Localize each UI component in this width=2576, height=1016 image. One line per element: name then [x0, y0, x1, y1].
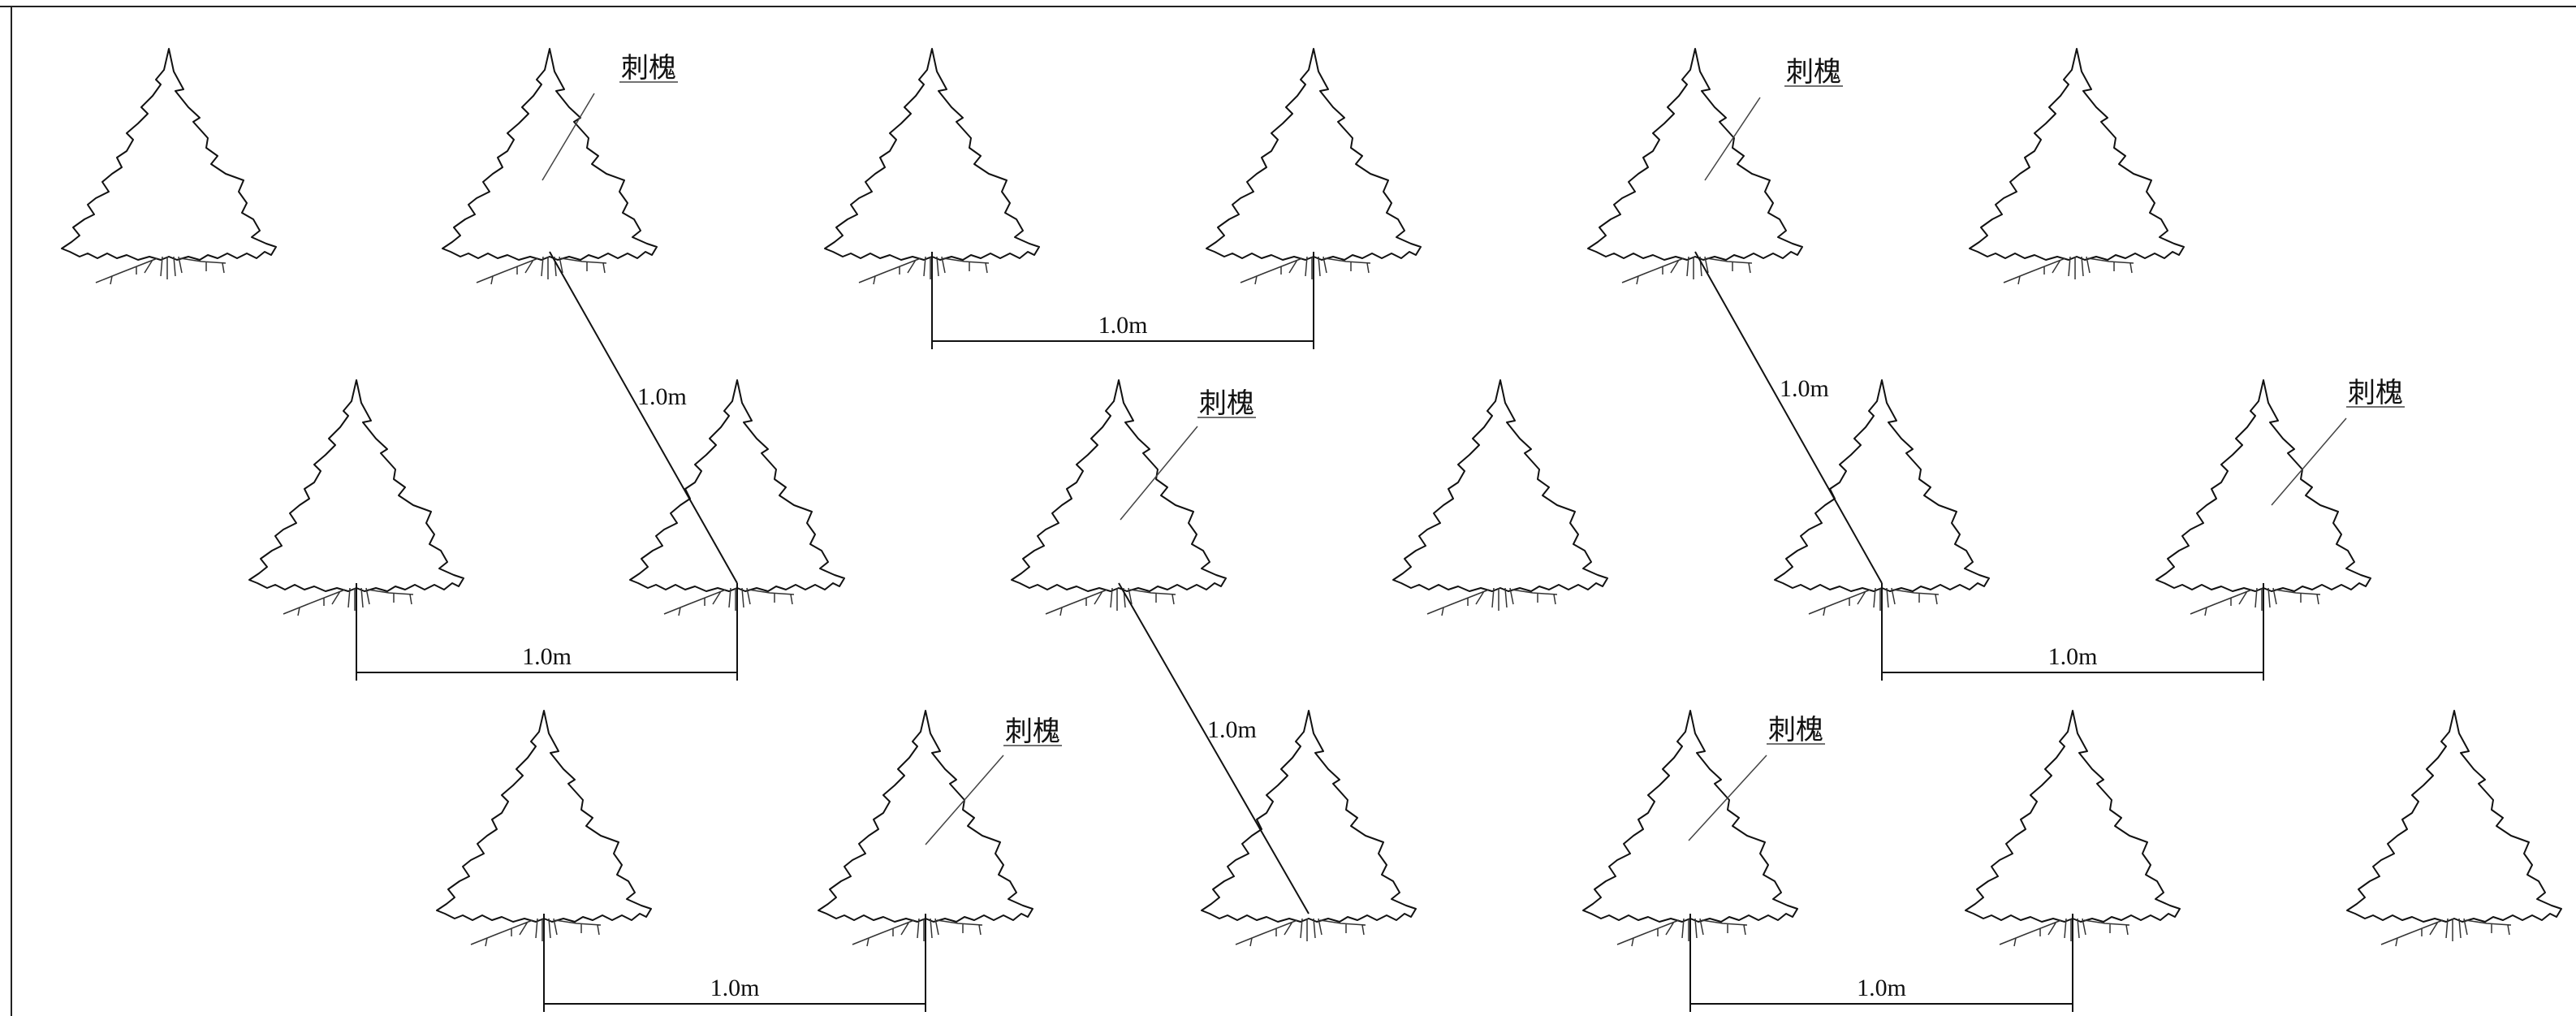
dimension-layer: 1.0m 1.0m 1.0m 1.0m 1.0m 1.0m 1.0m 1.0m: [356, 251, 2264, 1012]
label-leader-line: [2271, 417, 2347, 506]
tree-icon-r3c5: [1965, 710, 2181, 947]
tree-icon-r3c3: [1201, 710, 1417, 947]
diagonal-dimension-line: [1118, 582, 1310, 914]
spacing-dimension-label: 1.0m: [522, 643, 572, 670]
diagonal-dimension-line: [1694, 251, 1883, 584]
label-leader-line: [925, 754, 1004, 845]
tree-icon-r2c3: [1011, 379, 1227, 616]
tree-icon-r2c2: [629, 379, 845, 616]
label-leader-line: [1120, 426, 1198, 521]
spacing-dimension-label: 1.0m: [1207, 716, 1257, 743]
trees-layer: [61, 48, 2562, 947]
spacing-dimension-label: 1.0m: [1780, 375, 1829, 402]
diagonal-dimension-line: [549, 251, 738, 584]
label-leader-line: [1688, 754, 1767, 841]
species-label: 刺槐: [2348, 377, 2403, 409]
tree-icon-r1c6: [1969, 48, 2185, 285]
species-label: 刺槐: [1199, 387, 1254, 420]
tree-icon-r2c1: [248, 379, 464, 616]
drawing-frame: [0, 6, 2576, 1016]
tree-icon-r2c4: [1392, 379, 1608, 616]
tree-icon-r1c3: [824, 48, 1040, 285]
tree-icon-r1c5: [1587, 48, 1803, 285]
spacing-dimension-label: 1.0m: [2048, 643, 2098, 670]
tree-icon-r1c1: [61, 48, 277, 285]
species-label: 刺槐: [1768, 714, 1823, 746]
tree-icon-r2c5: [1774, 379, 1990, 616]
species-label: 刺槐: [1005, 716, 1060, 748]
species-label: 刺槐: [621, 52, 676, 84]
label-layer: 刺槐刺槐刺槐刺槐刺槐刺槐: [542, 52, 2405, 845]
tree-icon-r1c4: [1206, 48, 1422, 285]
tree-icon-r3c4: [1582, 710, 1798, 947]
spacing-dimension-label: 1.0m: [1098, 312, 1148, 339]
spacing-dimension-label: 1.0m: [1857, 975, 1906, 1001]
label-leader-line: [1704, 97, 1761, 181]
tree-icon-r3c2: [818, 710, 1033, 947]
species-label: 刺槐: [1786, 56, 1841, 89]
spacing-dimension-label: 1.0m: [710, 975, 760, 1001]
label-leader-line: [542, 93, 595, 181]
tree-icon-r3c6: [2346, 710, 2562, 947]
tree-icon-r3c1: [436, 710, 652, 947]
spacing-dimension-label: 1.0m: [637, 383, 687, 410]
tree-icon-r2c6: [2155, 379, 2371, 616]
